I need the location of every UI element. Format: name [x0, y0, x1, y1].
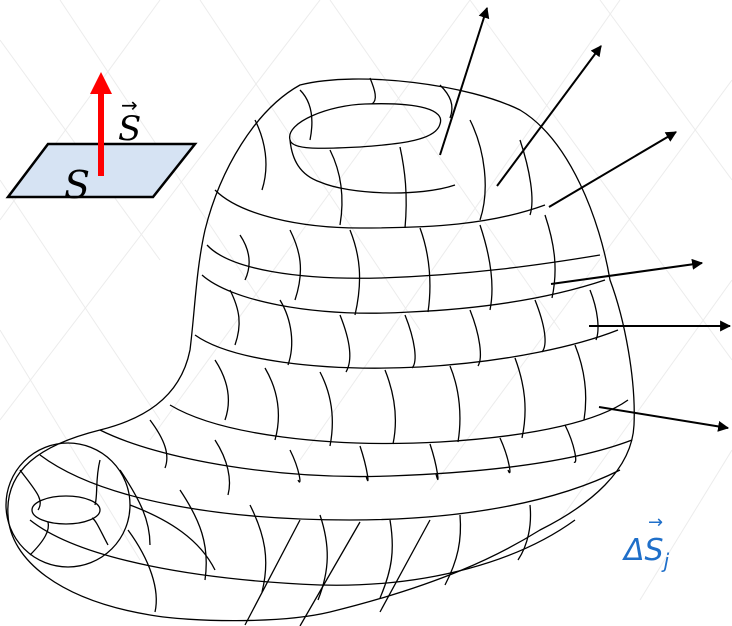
- delta-symbol: Δ: [622, 533, 645, 568]
- surface-outline: [7, 78, 635, 622]
- normal-arrow-3: [548, 131, 677, 208]
- vector-label: S: [118, 109, 141, 149]
- end-cap-ring-outer: [5, 442, 131, 568]
- closed-surface: [5, 77, 635, 626]
- element-subscript: j: [661, 549, 670, 573]
- svg-text:ΔSj: ΔSj: [622, 533, 670, 573]
- normal-arrow-4: [550, 258, 704, 285]
- element-vector-arrow: →: [648, 512, 663, 533]
- band-2: [201, 274, 606, 314]
- outward-normal-arrows: [439, 6, 732, 432]
- normal-vector-arrowhead: [90, 72, 112, 94]
- end-cap-ring-inner: [31, 495, 101, 525]
- vector-label-arrow: →: [121, 93, 138, 117]
- surface-element-label: ΔSj →: [622, 512, 670, 573]
- plane-with-normal: S S →: [5, 72, 198, 207]
- band-1: [206, 244, 601, 279]
- band-5: [99, 429, 633, 478]
- plane-label: S: [64, 163, 90, 207]
- element-vector-symbol: S: [645, 533, 664, 568]
- normal-arrow-1: [439, 6, 490, 156]
- band-6: [39, 454, 621, 521]
- background-pattern: [0, 0, 732, 601]
- band-3: [194, 329, 619, 369]
- top-opening: [289, 103, 442, 149]
- band-7: [29, 519, 576, 586]
- normal-arrow-2: [496, 45, 602, 187]
- band-4: [169, 399, 629, 445]
- normal-arrow-6: [598, 406, 730, 432]
